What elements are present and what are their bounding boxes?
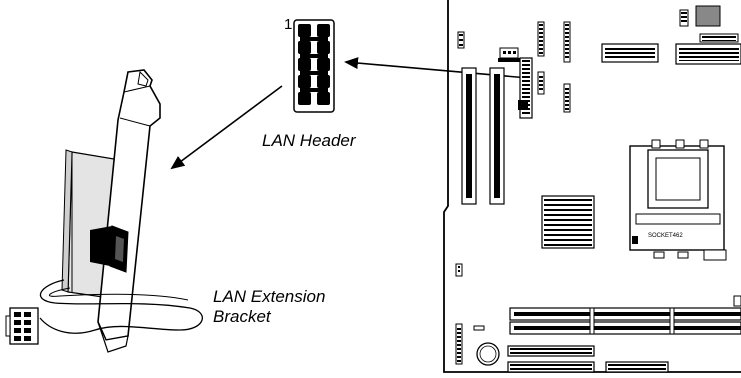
socket-label: SOCKET462: [648, 233, 683, 239]
arrow-to-bracket: [170, 85, 283, 170]
cable-connector: [5, 307, 39, 345]
lan-header-pins: [293, 19, 335, 113]
dimm-slots: [509, 295, 741, 335]
cpu-socket: SOCKET462: [629, 139, 727, 261]
chipset-heatsink: [541, 195, 595, 249]
rj45-port: [90, 225, 129, 273]
lan-extension-bracket: [5, 69, 203, 353]
bracket-label: Bracket: [213, 307, 271, 326]
lan-extension-label: LAN Extension: [213, 287, 326, 306]
pin-1-label: 1: [284, 16, 293, 33]
motherboard: SOCKET462: [443, 0, 741, 373]
lan-header-label: LAN Header: [262, 131, 356, 150]
